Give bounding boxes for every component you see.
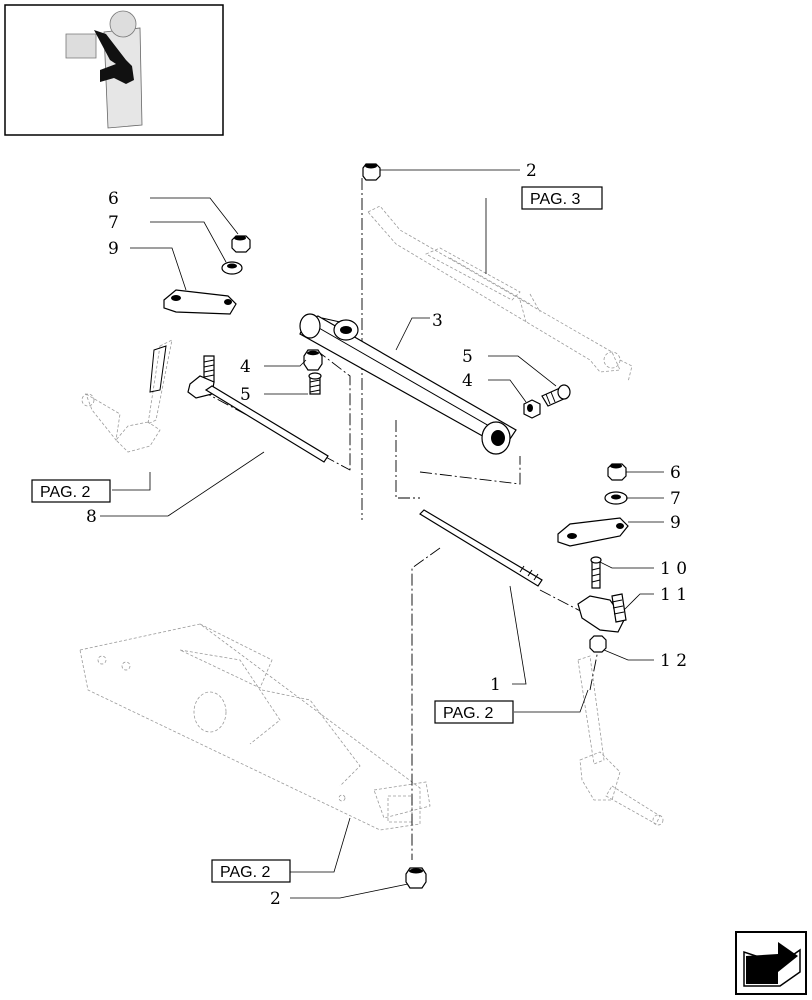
nut-4-right: [523, 399, 541, 419]
bolt-5-left: [308, 372, 322, 395]
tie-rod-8: [187, 375, 329, 463]
left-steering-knuckle-ghost: [81, 339, 173, 453]
callout-6-left: 6: [108, 189, 119, 209]
page-ref-pag2-left-label: PAG. 2: [40, 484, 90, 501]
bolt-5-right: [541, 384, 571, 407]
page-ref-pag2-bottom-label: PAG. 2: [220, 864, 270, 881]
nut-2-bottom: [405, 867, 427, 889]
page-ref-pag3[interactable]: PAG. 3: [521, 186, 603, 210]
page-ref-pag3-label: PAG. 3: [530, 191, 580, 208]
tie-rod-1: [419, 509, 543, 587]
page-ref-pag2-right[interactable]: PAG. 2: [434, 700, 514, 724]
callout-5-right: 5: [462, 347, 473, 367]
page-ref-pag2-left[interactable]: PAG. 2: [31, 479, 111, 503]
locator-thumbnail: [4, 4, 224, 136]
right-steering-knuckle-ghost: [577, 655, 664, 826]
tie-rod-end-11: [577, 593, 627, 633]
nut-4-left: [303, 349, 323, 371]
nut-6-left: [231, 235, 251, 253]
washer-7-right: [604, 491, 628, 505]
bolt-10: [590, 556, 602, 589]
callout-9-right: 9: [670, 513, 681, 533]
callout-1: 1: [490, 675, 501, 695]
callout-12: 1 2: [660, 651, 687, 671]
next-page-arrow-icon[interactable]: [735, 931, 807, 995]
leader-lines: [100, 169, 664, 899]
callout-4-right: 4: [462, 371, 473, 391]
assembly-centerlines: [199, 178, 601, 860]
washer-7-left: [221, 261, 243, 275]
callout-11: 1 1: [660, 585, 687, 605]
callout-2-bottom: 2: [270, 889, 281, 909]
callout-7-left: 7: [108, 213, 119, 233]
nut-2-top: [362, 163, 381, 181]
page-ref-pag2-bottom[interactable]: PAG. 2: [211, 859, 291, 883]
steering-arm-9-left: [163, 289, 237, 315]
callout-8: 8: [86, 507, 97, 527]
nut-6-right: [607, 463, 627, 481]
callout-5-left: 5: [240, 385, 251, 405]
steering-cylinder-ghost: [367, 205, 633, 383]
callout-4-left: 4: [240, 357, 251, 377]
page-ref-pag2-right-label: PAG. 2: [443, 705, 493, 722]
tie-rod-tube-3: [299, 313, 517, 455]
callout-3: 3: [432, 311, 443, 331]
callout-2-top: 2: [526, 161, 537, 181]
nut-12: [589, 635, 607, 653]
steering-arm-9-right: [557, 517, 629, 547]
axle-beam-ghost: [79, 623, 431, 831]
callout-6-right: 6: [670, 463, 681, 483]
callout-9-left: 9: [108, 239, 119, 259]
callout-10: 1 0: [660, 559, 687, 579]
callout-7-right: 7: [670, 489, 681, 509]
